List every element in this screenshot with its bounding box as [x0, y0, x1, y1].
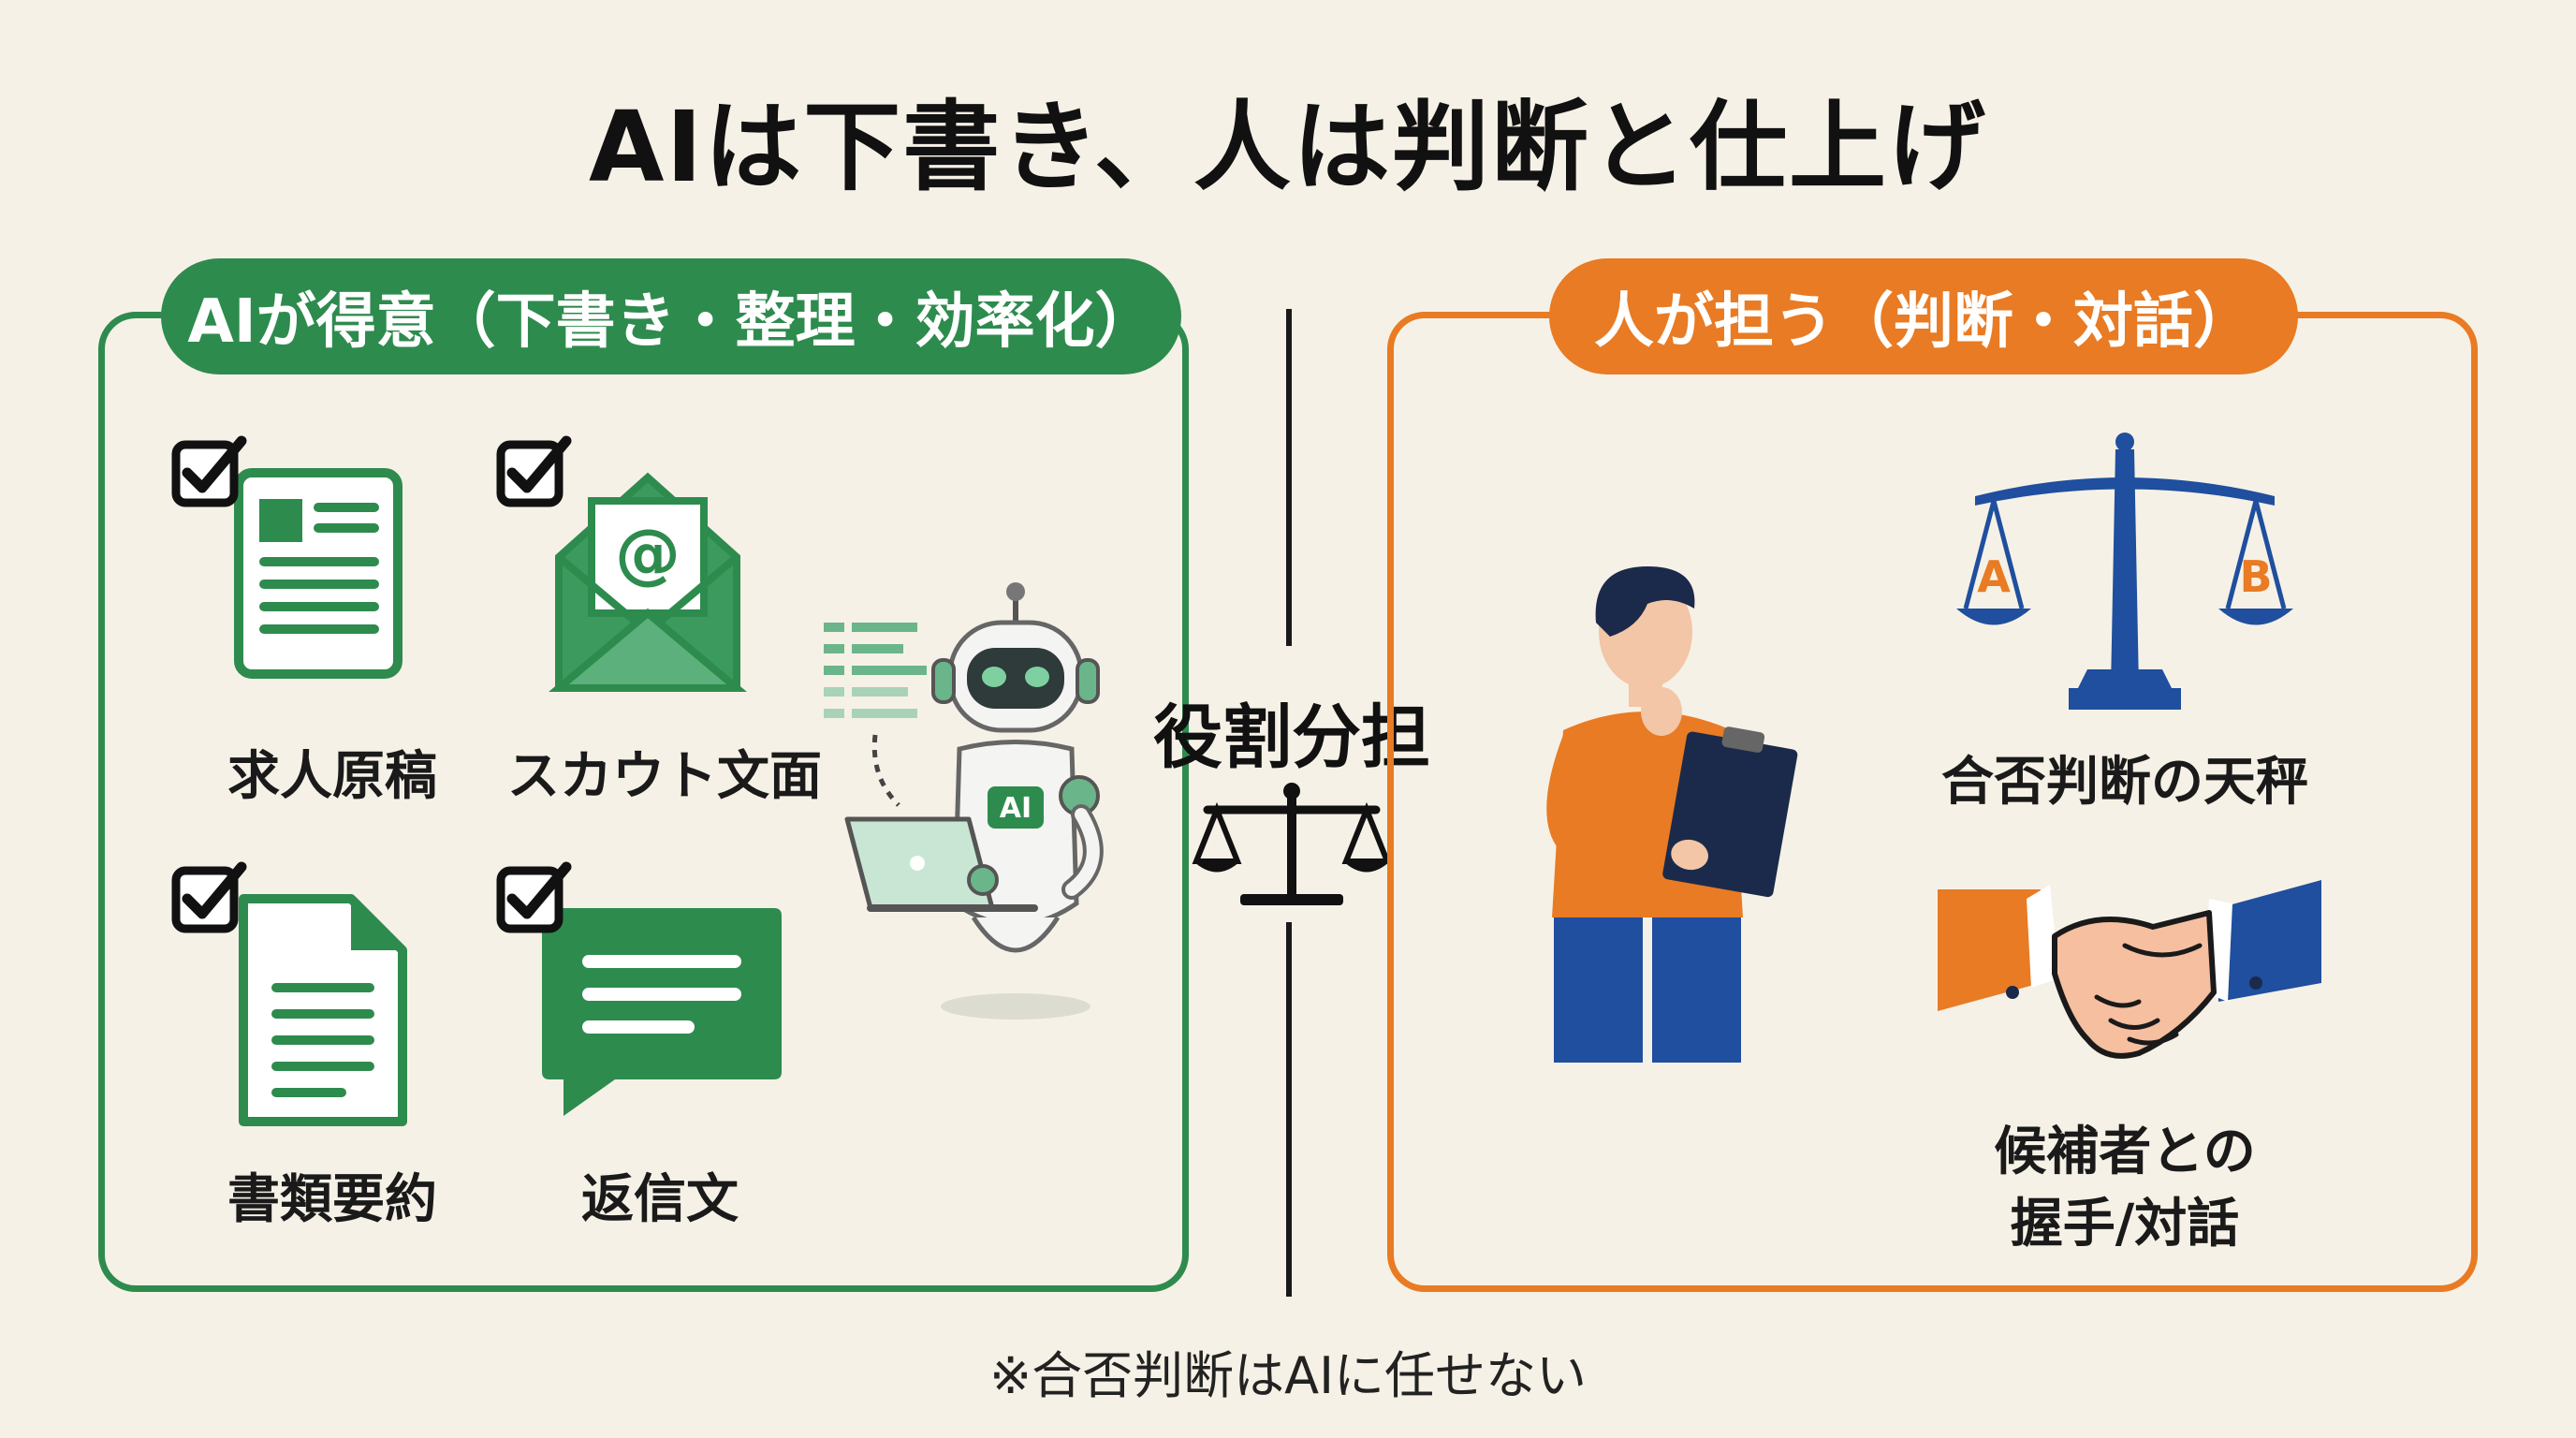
- divider-top: [1286, 309, 1292, 646]
- item-label-reply-text: 返信文: [581, 1169, 739, 1230]
- robot-ai-badge: AI: [1000, 792, 1032, 825]
- footnote: ※合否判断はAIに任せない: [988, 1346, 1588, 1405]
- at-symbol: @: [615, 515, 681, 592]
- document-icon: [171, 435, 402, 679]
- chat-bubble-icon: [496, 861, 782, 1116]
- scale-pan-a-label: A: [1977, 551, 2011, 602]
- item-label-job-posting: 求人原稿: [227, 746, 437, 807]
- human-roles-header: 人が担う（判断・対話）: [1549, 258, 2298, 374]
- person-with-clipboard-icon: [1546, 566, 1798, 1063]
- justice-scale-icon: A B: [1956, 433, 2293, 710]
- item-label-scout-message: スカウト文面: [507, 746, 822, 807]
- scale-label: 合否判断の天秤: [1941, 752, 2308, 813]
- robot-icon: AI: [824, 582, 1104, 1020]
- handshake-label-line2: 握手/対話: [2010, 1194, 2240, 1255]
- handshake-label-line1: 候補者との: [1994, 1122, 2256, 1182]
- page-title: AIは下書き、人は判断と仕上げ: [589, 90, 1987, 204]
- scale-icon: [1192, 783, 1392, 905]
- item-label-document-summary: 書類要約: [227, 1169, 437, 1230]
- envelope-icon: @: [496, 435, 747, 692]
- scale-pan-b-label: B: [2239, 551, 2272, 602]
- ai-strengths-header: AIが得意（下書き・整理・効率化）: [161, 258, 1181, 374]
- role-division-label: 役割分担: [1153, 697, 1430, 778]
- file-icon: [171, 861, 407, 1126]
- handshake-icon: [1938, 880, 2321, 1059]
- divider-bottom: [1286, 922, 1292, 1297]
